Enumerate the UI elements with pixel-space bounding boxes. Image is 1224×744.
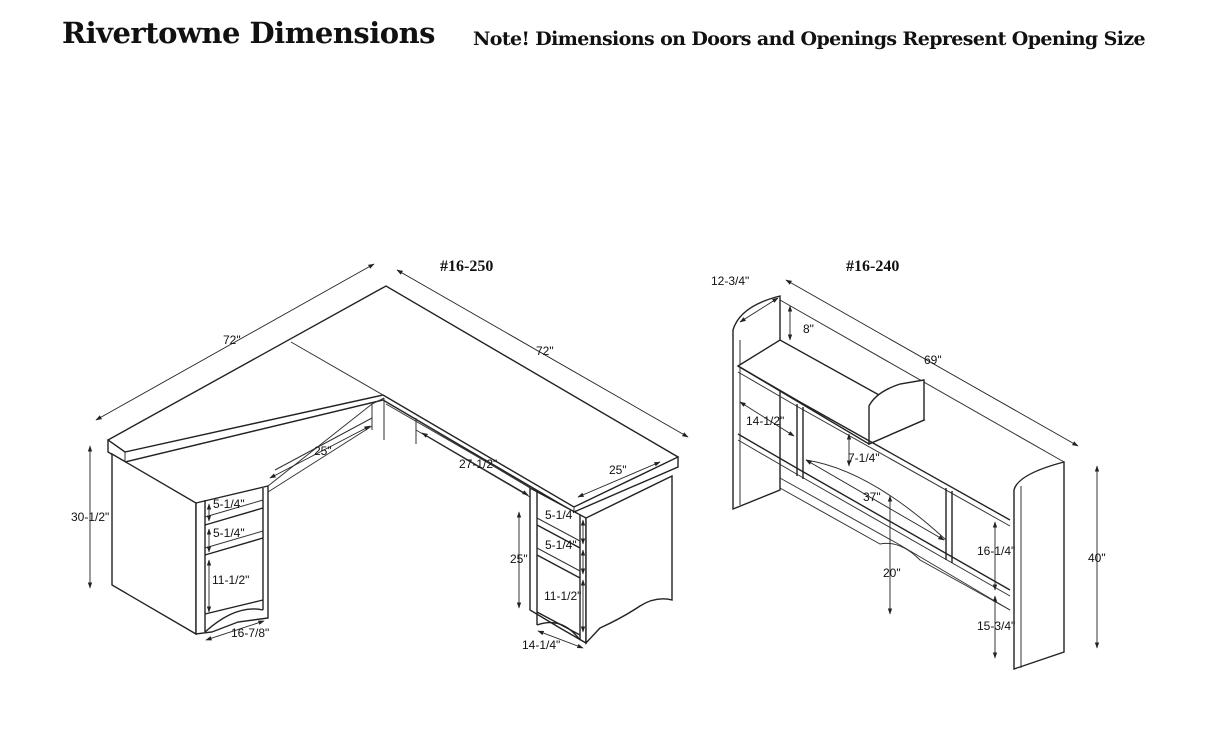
desk-right-inner-height-label: 25" (510, 552, 528, 566)
desk-right-depth-label: 25" (609, 463, 627, 477)
hutch-center-opening-label: 7-1/4" (848, 451, 880, 465)
desk-left-end-panel (111, 452, 197, 636)
desk-height-label: 30-1/2" (71, 510, 109, 524)
hutch-depth-label: 12-3/4" (711, 274, 749, 288)
page-title: Rivertowne Dimensions (62, 16, 436, 50)
hutch-riser (868, 379, 925, 446)
desk-left-base-label: 16-7/8" (231, 626, 269, 640)
l-desk-drawing: #16-250 72" 72" 30-1/2" 25" 27-1/2" 25" … (71, 258, 689, 652)
desk-left-shelf-2-label: 5-1/4" (213, 526, 245, 540)
hutch-clearance-label: 20" (883, 566, 901, 580)
hutch-lower-right-label: 15-3/4" (977, 619, 1015, 633)
desk-right-end-panel (585, 474, 673, 645)
desk-right-shelf-3-label: 11-1/2" (544, 589, 581, 603)
desk-left-width-label: 72" (223, 333, 241, 347)
desk-right-shelf-2-label: 5-1/4" (545, 538, 577, 552)
hutch-right-opening-label: 16-1/4" (977, 544, 1015, 558)
desk-center-width-label: 27-1/2" (459, 457, 497, 471)
hutch-right-end-panel (1013, 461, 1065, 670)
hutch-top-opening-label: 8" (803, 322, 814, 336)
desk-right-width-label: 72" (536, 344, 554, 358)
hutch-height-label: 40" (1088, 551, 1106, 565)
desk-top (106, 285, 680, 508)
desk-left-shelf-3-label: 11-1/2" (212, 573, 249, 587)
desk-model-number: #16-250 (440, 258, 493, 275)
hutch-drawing: #16-240 12-3/4" 69" 8" 14-1/2" 7-1/4" 37… (711, 258, 1106, 670)
hutch-left-opening-label: 14-1/2" (746, 414, 784, 428)
opening-size-note: Note! Dimensions on Doors and Openings R… (473, 28, 1146, 50)
desk-left-depth-label: 25" (314, 444, 332, 458)
hutch-width-label: 69" (924, 353, 942, 367)
desk-left-shelf-1-label: 5-1/4" (213, 497, 245, 511)
desk-right-base-label: 14-1/4" (522, 638, 560, 652)
hutch-model-number: #16-240 (846, 258, 899, 275)
hutch-center-width-label: 37" (863, 490, 881, 504)
desk-right-shelf-1-label: 5-1/4" (545, 508, 577, 522)
